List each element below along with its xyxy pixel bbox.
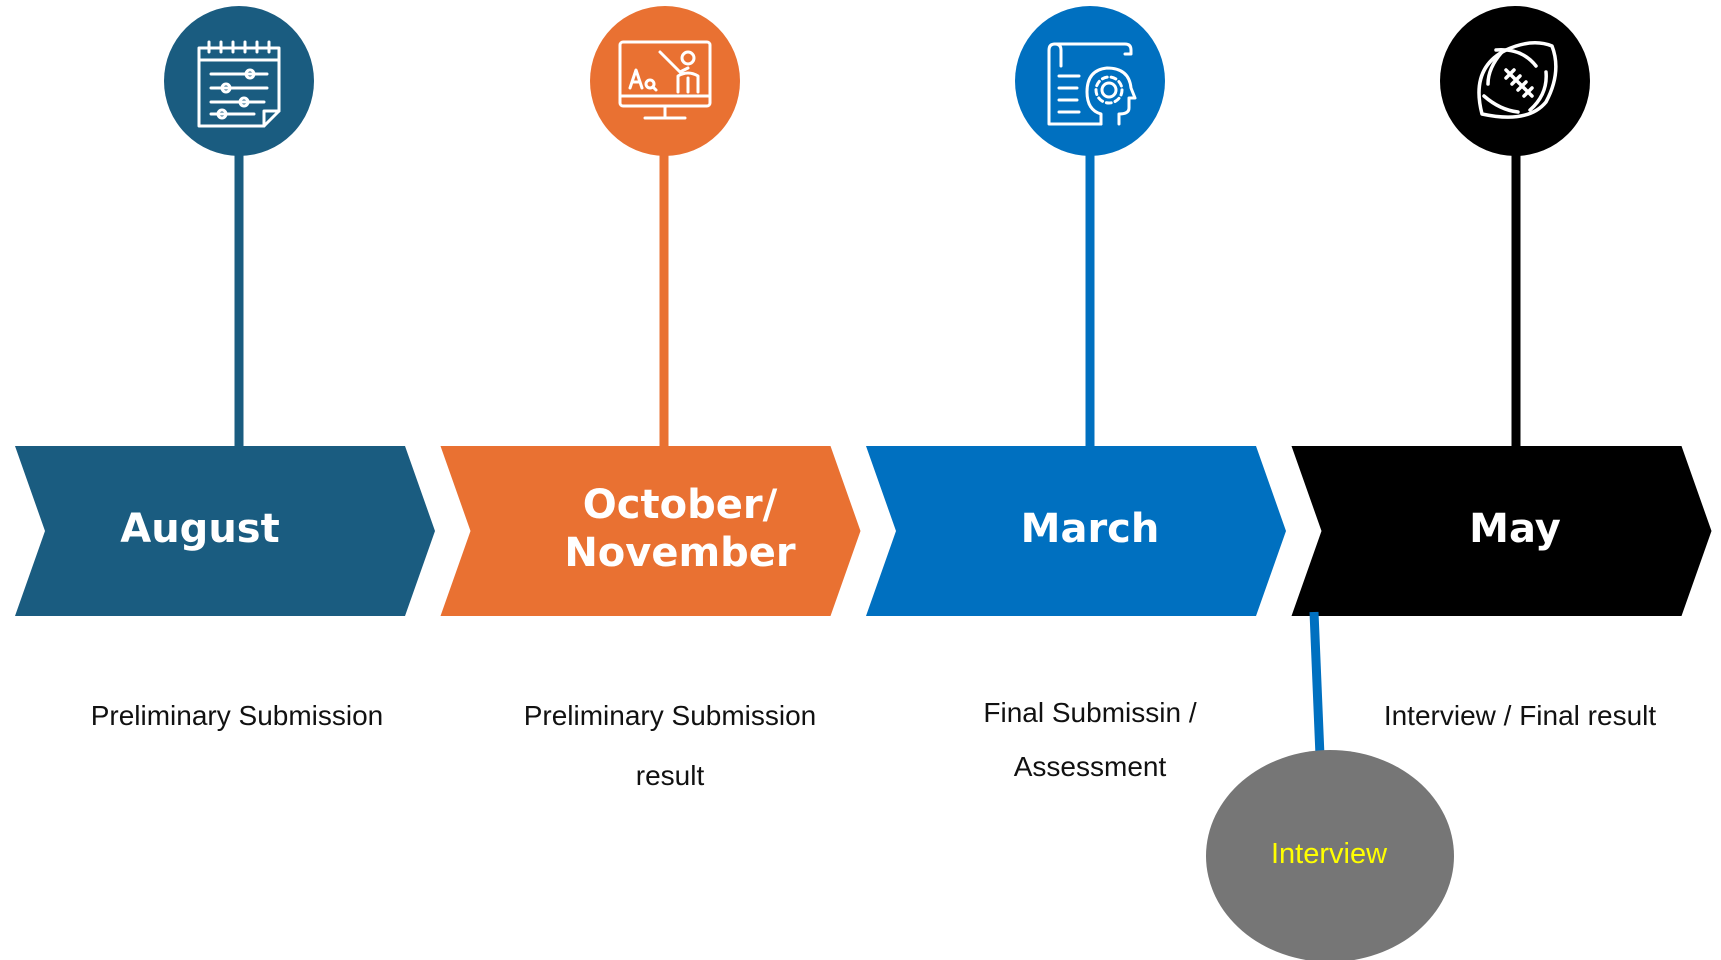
interview-connector bbox=[1309, 611, 1325, 757]
milestone-description-may: Interview / Final result bbox=[1383, 700, 1657, 731]
teacher-presentation-icon bbox=[590, 6, 740, 156]
milestone-description-october-november: Preliminary Submission result bbox=[523, 700, 817, 791]
chevron-3 bbox=[1291, 446, 1712, 616]
interview-bubble bbox=[1206, 750, 1454, 960]
document-gear-head-icon bbox=[1015, 6, 1165, 156]
chevron-0 bbox=[15, 446, 435, 616]
milestone-label-march: March bbox=[1020, 506, 1160, 552]
milestone-description-august: Preliminary Submission bbox=[90, 700, 384, 731]
football-icon bbox=[1440, 6, 1590, 156]
chevron-2 bbox=[866, 446, 1286, 616]
calendar-settings-icon bbox=[164, 6, 314, 156]
milestone-label-may: May bbox=[1469, 506, 1561, 552]
chevron-1 bbox=[440, 446, 861, 616]
interview-bubble-label: Interview bbox=[1270, 838, 1388, 870]
milestone-description-march: Final Submissin / Assessment bbox=[983, 697, 1197, 782]
milestone-label-october-november: October/ November bbox=[564, 482, 796, 576]
milestone-label-august: August bbox=[120, 506, 280, 552]
